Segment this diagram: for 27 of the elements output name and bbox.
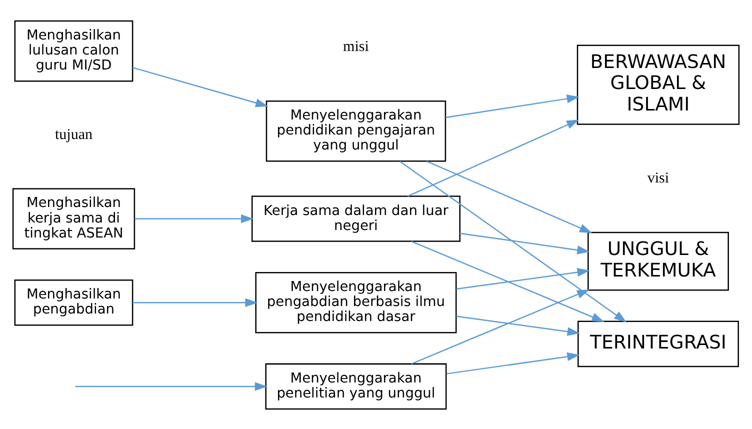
label: visi [647,170,670,186]
node-box: Menyelenggarakan pengabdian berbasis ilmu pendidikan dasar [255,271,457,333]
arrow [132,66,268,107]
node-box: Menyelenggarakan penelitian yang unggul [265,362,447,410]
arrow [75,382,268,390]
node-box: TERINTEGRASI [578,320,739,367]
arrow [411,240,604,322]
label: tujuan [54,126,92,142]
node-box: UNGGUL & TERKEMUKA [588,231,729,290]
node-box: Menghasilkan pengabdian [14,278,134,326]
arrow [134,214,254,223]
arrow [446,352,580,374]
node-box: Menyelenggarakan pendidikan pengajaran yang unggul [266,100,446,162]
arrow [132,298,258,306]
arrow [460,232,590,254]
node-box: Menghasilkan lulusan calon guru MI/SD [14,20,134,82]
arrow [456,267,590,290]
arrow [400,160,627,322]
node-box: BERWAWASAN GLOBAL & ISLAMI [576,44,740,124]
arrow [445,94,580,118]
node-box: Menghasilkan kerja sama di tingkat ASEAN [12,188,136,249]
arrow [411,288,590,364]
arrow [456,315,580,336]
node-box: Kerja sama dalam dan luar negeri [251,195,460,242]
label: misi [343,38,369,55]
arrow [407,119,580,196]
arrow [426,160,592,233]
